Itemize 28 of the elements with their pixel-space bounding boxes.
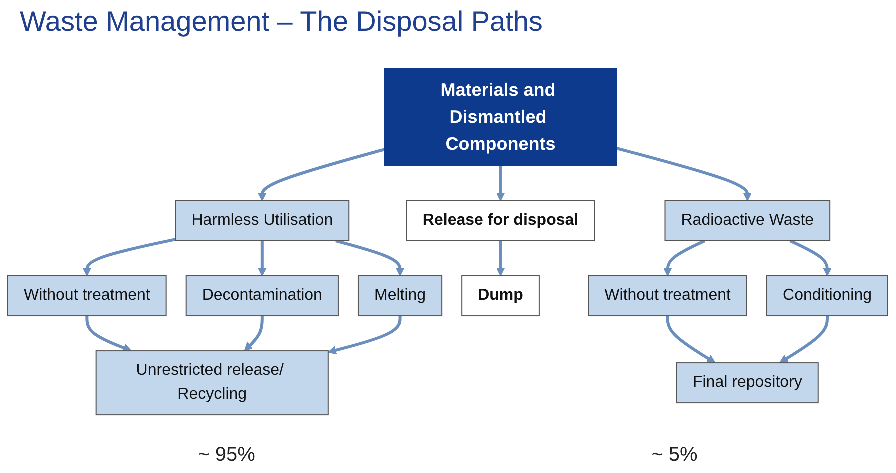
node-box: Conditioning [766,276,888,317]
arrow [82,238,176,276]
arrow [616,147,752,202]
arrow [496,241,506,276]
arrow [258,241,267,276]
arrow [336,240,405,276]
node-box: Materials and Dismantled Components [384,68,618,166]
percentage-label: ~ 5% [652,444,698,467]
node-box: Decontamination [186,276,339,317]
node-box: Without treatment [588,276,748,317]
node-box: Melting [358,276,443,317]
node-box: Radioactive Waste [664,200,831,242]
arrow [790,240,832,276]
node-box: Unrestricted release/ Recycling [96,350,329,416]
arrow [663,240,706,276]
arrow [780,316,829,364]
node-box: Dump [462,276,540,317]
arrow [86,316,132,352]
arrow [244,316,264,352]
diagram-title: Waste Management – The Disposal Paths [20,6,544,38]
arrow [666,316,716,364]
node-box: Without treatment [8,276,167,317]
node-box: Release for disposal [406,200,596,242]
arrow [258,148,386,202]
percentage-label: ~ 95% [198,444,256,467]
node-box: Harmless Utilisation [175,200,350,242]
node-box: Final repository [676,362,819,404]
arrow [496,166,506,202]
